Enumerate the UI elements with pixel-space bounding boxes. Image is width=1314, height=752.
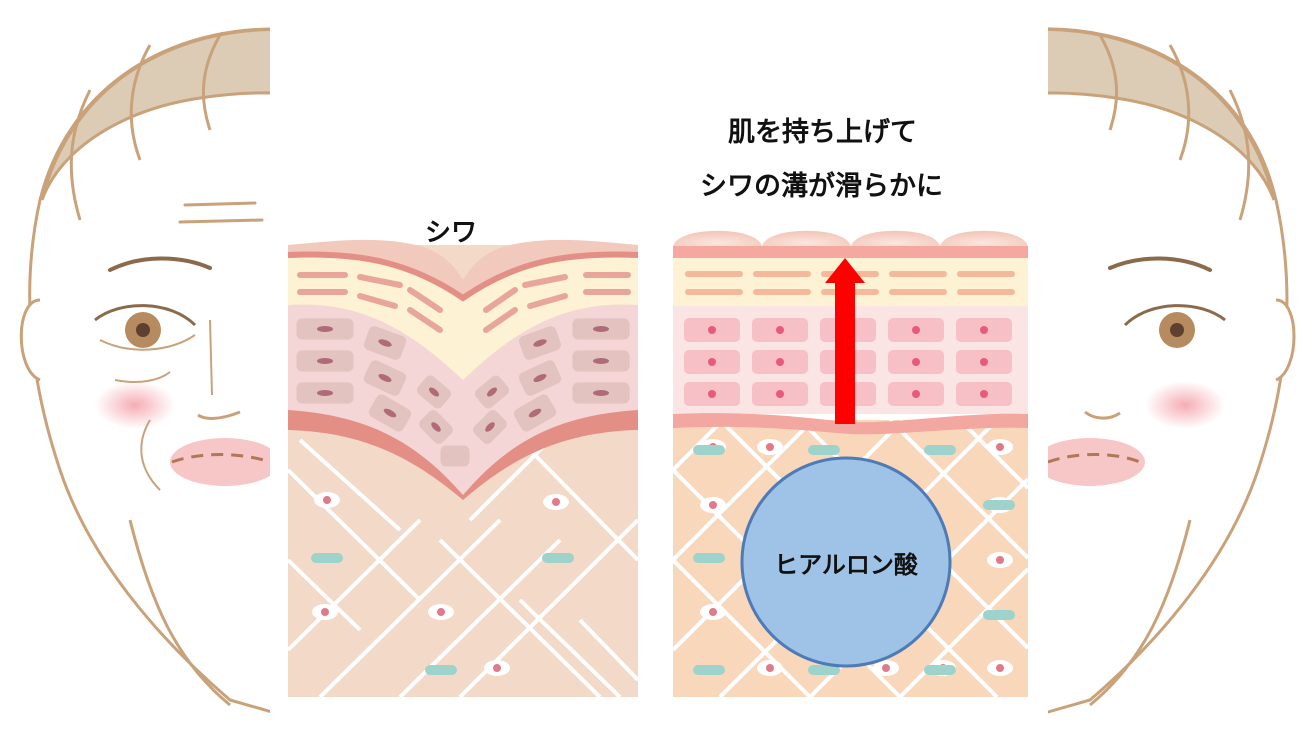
hyaluronic-acid-label: ヒアルロン酸: [774, 550, 918, 579]
elastin-fibers: [311, 553, 574, 675]
wrinkled-skin-section: [287, 239, 639, 697]
granular-cells: [297, 272, 631, 333]
hyaluronic-acid-circle: [740, 456, 952, 668]
skin-surface-bumps: [673, 230, 1028, 248]
wrinkle-label: シワ: [425, 218, 478, 248]
elastin-grid: [693, 445, 1015, 675]
caption-line-1: 肌を持ち上げて: [728, 117, 917, 148]
smooth-face-icon: [1048, 27, 1296, 714]
up-arrow-icon: [825, 258, 865, 424]
fibroblast-cells: [312, 492, 569, 676]
aged-face-icon: [19, 27, 270, 713]
caption-line-2: シワの溝が滑らかに: [700, 171, 943, 202]
